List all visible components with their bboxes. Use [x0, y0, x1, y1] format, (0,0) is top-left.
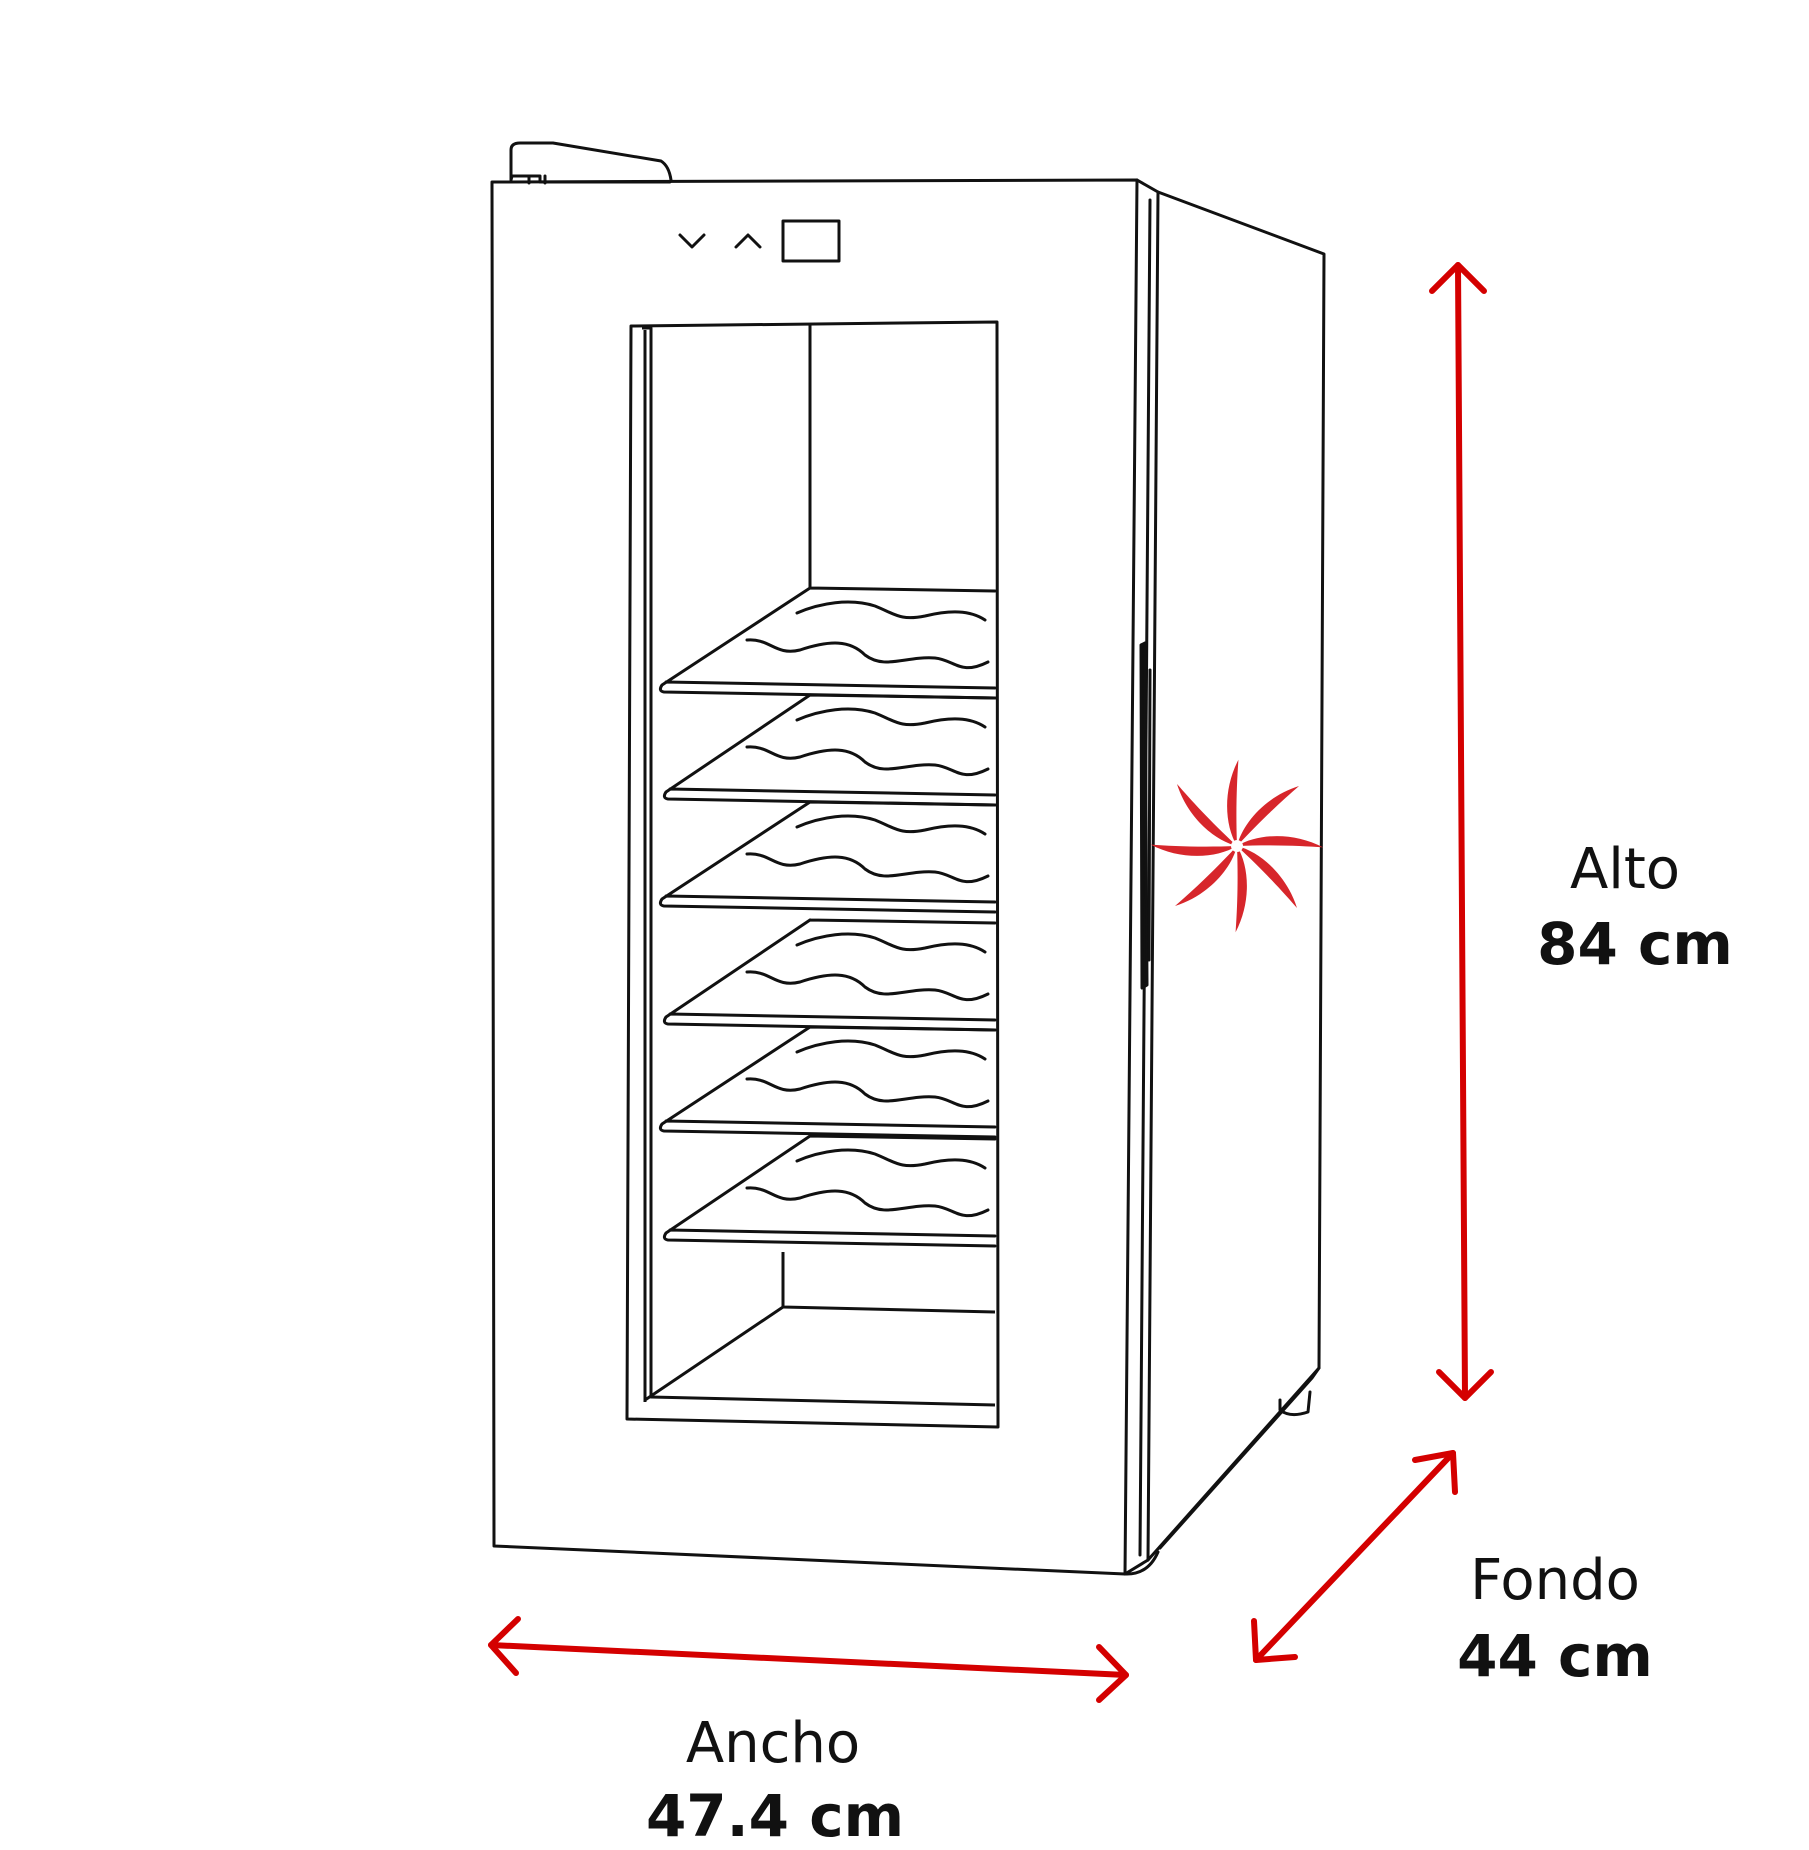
depth-value: 44 cm	[1457, 1622, 1653, 1690]
temperature-down-icon	[678, 233, 706, 249]
width-label-group: Ancho	[673, 1716, 873, 1772]
height-label: Alto	[1569, 837, 1681, 902]
shelf	[658, 800, 997, 914]
depth-label-group: Fondo	[1455, 1553, 1655, 1609]
height-arrow	[1429, 262, 1494, 1401]
glass-window	[625, 320, 1000, 1429]
height-label-group: Alto	[1530, 842, 1720, 898]
door-handle	[1139, 641, 1149, 990]
shelves	[658, 586, 997, 1248]
cabinet-side	[1146, 190, 1326, 1562]
height-value-group: 84 cm	[1530, 915, 1740, 973]
top-hinge	[509, 141, 673, 184]
height-value: 84 cm	[1537, 910, 1733, 978]
depth-value-group: 44 cm	[1450, 1627, 1660, 1685]
control-panel	[678, 219, 841, 263]
width-value-group: 47.4 cm	[640, 1787, 910, 1845]
door-edge	[1123, 178, 1160, 1576]
width-arrow	[488, 1616, 1129, 1703]
logo-swirl-blade	[1150, 844, 1237, 856]
temperature-up-icon	[734, 233, 762, 249]
shelf	[658, 586, 997, 700]
cabinet-outline	[490, 141, 1326, 1576]
display-screen	[781, 219, 841, 263]
red-swirl-logo-icon	[1150, 759, 1324, 933]
wine-cooler-diagram	[488, 141, 1494, 1703]
logo-swirl-blade	[1235, 846, 1247, 933]
depth-arrow	[1251, 1450, 1458, 1663]
shelf	[662, 918, 997, 1032]
cabinet-foot	[1123, 1550, 1160, 1576]
logo-hub	[1231, 840, 1243, 852]
depth-label: Fondo	[1470, 1548, 1640, 1613]
shelf	[658, 1025, 997, 1139]
shelf	[662, 693, 997, 807]
width-label: Ancho	[685, 1711, 861, 1776]
shelf	[662, 1134, 997, 1248]
width-value: 47.4 cm	[645, 1782, 905, 1850]
logo-swirl-blade	[1227, 759, 1239, 846]
door-front	[490, 178, 1139, 1576]
logo-swirl-blade	[1237, 836, 1324, 848]
